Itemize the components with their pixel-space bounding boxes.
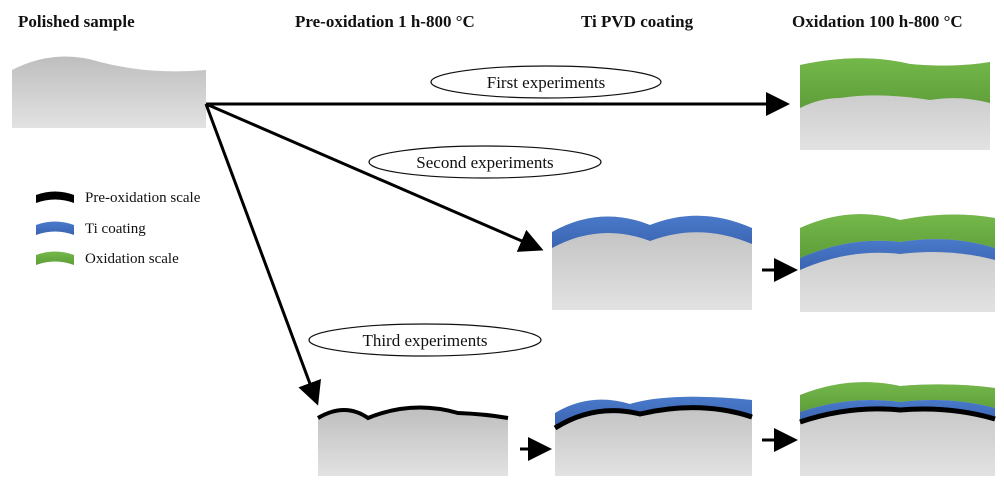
legend: Pre-oxidation scale Ti coating Oxidation… xyxy=(36,190,201,267)
legend-label-oxidation-scale: Oxidation scale xyxy=(85,251,179,267)
heading-ti-pvd-coating: Ti PVD coating xyxy=(581,12,694,31)
ti-coating-layer xyxy=(555,396,752,428)
heading-oxidation-100h: Oxidation 100 h-800 °C xyxy=(792,12,963,31)
legend-item-oxidation-scale: Oxidation scale xyxy=(36,251,179,267)
arrow-second-experiments xyxy=(205,102,544,252)
sample-third-pre-oxidized xyxy=(316,405,509,476)
heading-polished-sample: Polished sample xyxy=(18,12,135,31)
second-experiments-label: Second experiments xyxy=(416,153,553,172)
legend-label-pre-oxidation: Pre-oxidation scale xyxy=(85,190,201,206)
third-experiments-label: Third experiments xyxy=(362,331,487,350)
oxidation-scale-layer xyxy=(800,382,995,412)
pre-oxidation-scale-line xyxy=(316,405,509,421)
second-experiments-bubble: Second experiments xyxy=(368,145,602,179)
first-experiments-label: First experiments xyxy=(487,73,606,92)
first-experiments-bubble: First experiments xyxy=(430,65,662,99)
sample-first-oxidized xyxy=(800,58,990,150)
legend-swatch-ti-coating xyxy=(36,221,74,235)
oxidation-scale-layer xyxy=(800,58,990,108)
third-experiments-bubble: Third experiments xyxy=(308,323,542,357)
arrow-third-experiments xyxy=(204,103,321,406)
sample-second-ti-coated xyxy=(552,215,752,310)
pre-oxidation-scale-line xyxy=(799,406,996,425)
legend-item-ti-coating: Ti coating xyxy=(36,221,146,237)
pre-oxidation-scale-line xyxy=(553,405,753,431)
legend-swatch-pre-oxidation xyxy=(36,191,74,203)
ti-coating-layer xyxy=(800,399,995,422)
legend-swatch-oxidation-scale xyxy=(36,251,74,265)
oxidation-scale-layer xyxy=(800,214,995,258)
sample-third-oxidized xyxy=(799,382,996,476)
ti-coating-layer xyxy=(800,239,995,270)
sample-second-oxidized xyxy=(800,214,995,312)
sample-third-ti-coated xyxy=(553,396,753,476)
heading-pre-oxidation: Pre-oxidation 1 h-800 °C xyxy=(295,12,475,31)
sample-polished xyxy=(12,56,206,128)
legend-label-ti-coating: Ti coating xyxy=(85,221,146,237)
legend-item-pre-oxidation: Pre-oxidation scale xyxy=(36,190,201,206)
ti-coating-layer xyxy=(552,215,752,248)
